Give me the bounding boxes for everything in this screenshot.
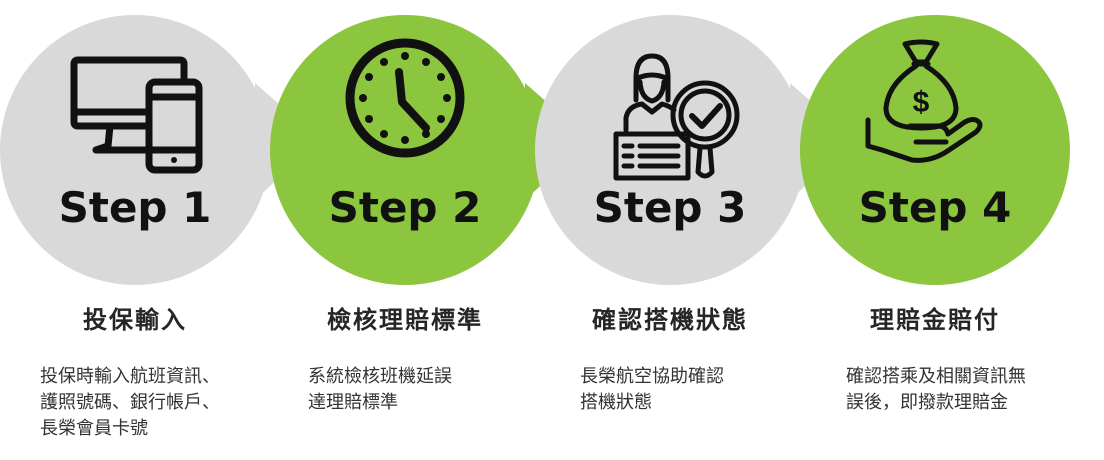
inspection-icon: [613, 53, 740, 181]
step-3-title: 確認搭機狀態: [592, 306, 748, 334]
step-2-badge: Step 2: [329, 183, 482, 232]
steps-diagram: $ Step 1 Step 2 Step 3 Step 4: [0, 15, 1070, 285]
step-1-badge: Step 1: [59, 183, 212, 232]
step-1-title: 投保輸入: [83, 306, 187, 334]
step-2-description: 系統檢核班機延誤 達理賠標準: [308, 366, 452, 413]
step-3-badge: Step 3: [594, 183, 747, 232]
step-4-title: 理賠金賠付: [870, 306, 1000, 334]
svg-text:$: $: [913, 86, 930, 119]
step-4-shape: [800, 15, 1070, 285]
step-4-badge: Step 4: [859, 183, 1012, 232]
step-2-title: 檢核理賠標準: [327, 306, 483, 334]
money-bag-hand-icon: $: [865, 39, 983, 163]
step-3-description: 長榮航空協助確認 搭機狀態: [580, 366, 724, 413]
clock-icon: [345, 38, 465, 158]
devices-icon: [70, 56, 203, 174]
step-1-description: 投保時輸入航班資訊、 護照號碼、銀行帳戶、 長榮會員卡號: [40, 366, 220, 439]
step-4-description: 確認搭乘及相關資訊無 誤後，即撥款理賠金: [846, 366, 1026, 413]
